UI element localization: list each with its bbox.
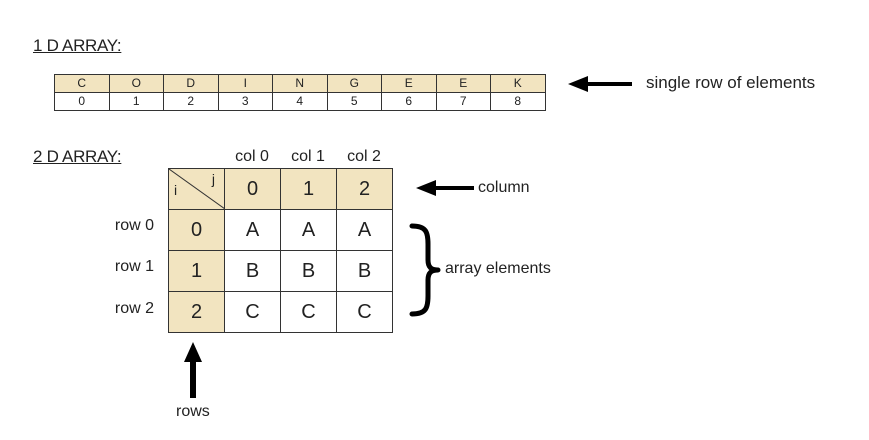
one-d-cell: C [54,74,110,93]
one-d-index: 5 [326,92,382,111]
one-d-index: 4 [272,92,328,111]
up-arrow-icon [184,342,202,398]
one-d-cell: E [435,74,491,93]
column-arrow-icon [416,180,474,196]
two-d-cell: C [336,291,393,333]
col-index: 2 [336,168,393,210]
two-d-cell: C [280,291,337,333]
one-d-letters-row: C O D I N G E E K [54,74,546,93]
one-d-index: 0 [54,92,110,111]
row-label-0: row 0 [114,217,154,234]
one-d-cell: E [381,74,437,93]
one-d-indices-row: 0 1 2 3 4 5 6 7 8 [54,92,546,111]
two-d-row: 2 C C C [168,291,393,333]
one-d-index: 2 [163,92,219,111]
col-index: 0 [224,168,281,210]
single-row-annotation: single row of elements [646,73,816,92]
diagonal-divider [169,169,225,209]
col-label-2: col 2 [347,148,381,165]
col-index: 1 [280,168,337,210]
row-label-1: row 1 [114,258,154,275]
one-d-index: 6 [381,92,437,111]
two-d-row: 1 B B B [168,250,393,292]
one-d-index: 8 [490,92,546,111]
one-d-cell: I [217,74,273,93]
corner-i-label: i [174,182,178,198]
one-d-index: 1 [108,92,164,111]
corner-j-label: j [211,171,215,187]
one-d-heading: 1 D ARRAY: [33,36,122,55]
two-d-cell: C [224,291,281,333]
one-d-cell: O [108,74,164,93]
two-d-cell: A [336,209,393,251]
two-d-cell: B [280,250,337,292]
curly-brace-icon [409,223,441,317]
row-index: 2 [168,291,225,333]
one-d-array-table: C O D I N G E E K 0 1 2 3 4 5 6 7 8 [54,74,546,111]
two-d-row: 0 A A A [168,209,393,251]
row-index: 1 [168,250,225,292]
col-label-1: col 1 [291,148,325,165]
two-d-heading: 2 D ARRAY: [33,147,122,166]
array-elements-annotation: array elements [445,260,551,277]
one-d-cell: G [326,74,382,93]
two-d-cell: A [224,209,281,251]
rows-annotation: rows [176,403,210,420]
col-label-0: col 0 [235,148,269,165]
left-arrow-icon [568,76,632,92]
two-d-cell: B [224,250,281,292]
corner-cell: i j [168,168,225,210]
one-d-cell: N [272,74,328,93]
two-d-cell: B [336,250,393,292]
row-index: 0 [168,209,225,251]
one-d-cell: K [490,74,546,93]
row-label-2: row 2 [114,300,154,317]
one-d-index: 3 [217,92,273,111]
one-d-cell: D [163,74,219,93]
one-d-index: 7 [435,92,491,111]
column-annotation: column [478,179,530,196]
two-d-header-row: i j 0 1 2 [168,168,393,210]
two-d-cell: A [280,209,337,251]
two-d-array-table: i j 0 1 2 0 A A A 1 B B B 2 C C C [168,168,393,333]
